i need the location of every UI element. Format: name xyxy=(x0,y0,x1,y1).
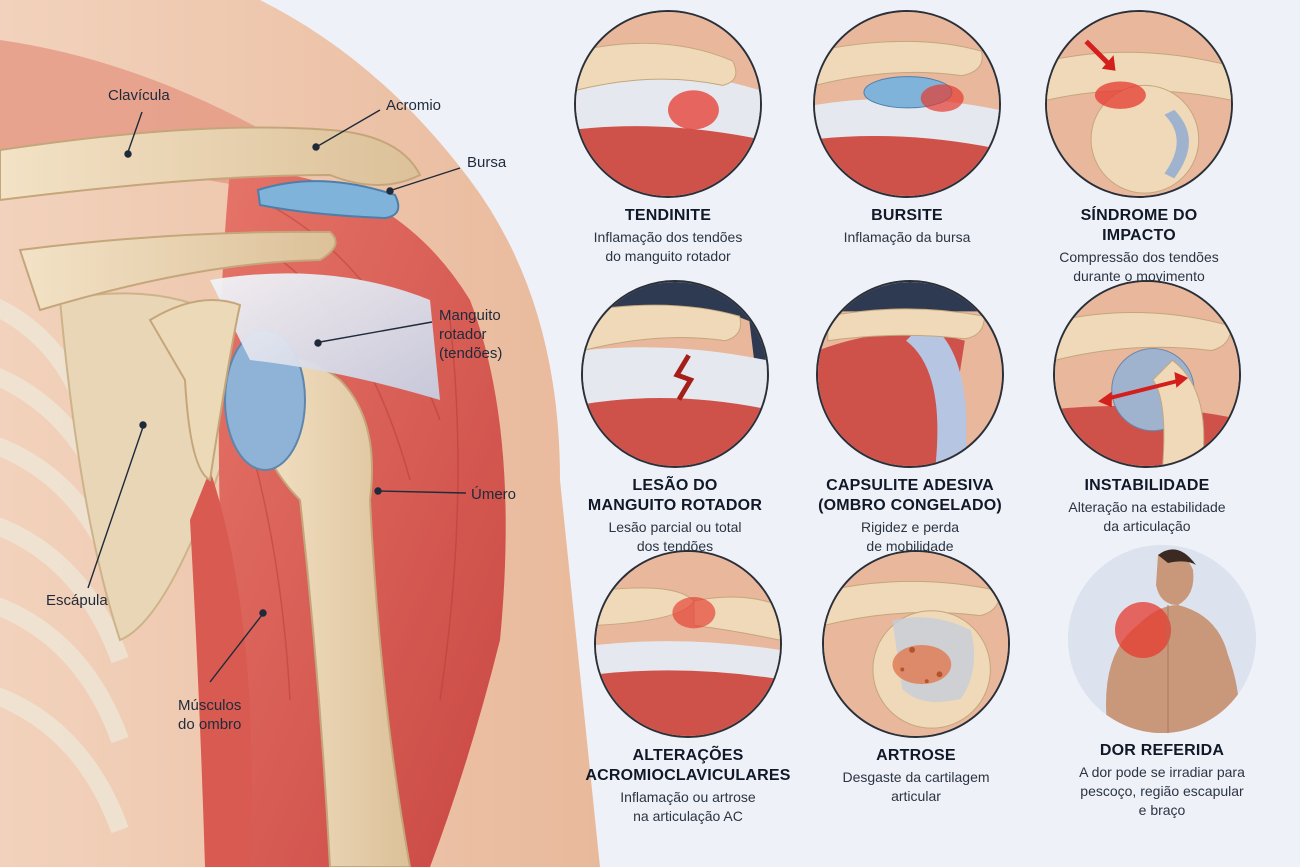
coracoid xyxy=(148,299,242,482)
alteracoes-ac-title: ALTERAÇÕES ACROMIOCLAVICULARES xyxy=(585,747,791,784)
bursite-illustration xyxy=(813,10,1001,198)
condition-instabilidade: INSTABILIDADE Alteração na estabilidade … xyxy=(1032,280,1262,536)
label-bursa: Bursa xyxy=(467,154,507,171)
artrose-title: ARTROSE xyxy=(876,747,956,764)
bursite-title: BURSITE xyxy=(871,207,943,224)
label-clavicula: Clavícula xyxy=(108,87,170,104)
condition-artrose: ARTROSE Desgaste da cartilagem articular xyxy=(801,550,1031,806)
dor-referida-illustration xyxy=(1068,545,1256,733)
lesao-manguito-illustration xyxy=(581,280,769,468)
instabilidade-description: Alteração na estabilidade da articulação xyxy=(1068,499,1226,534)
shoulder-anatomy-illustration xyxy=(0,0,600,867)
capsulite-adesiva-title: CAPSULITE ADESIVA (OMBRO CONGELADO) xyxy=(818,477,1002,514)
condition-bursite: BURSITE Inflamação da bursa xyxy=(792,10,1022,247)
condition-capsulite-adesiva: CAPSULITE ADESIVA (OMBRO CONGELADO) Rigi… xyxy=(795,280,1025,556)
condition-lesao-manguito: LESÃO DO MANGUITO ROTADOR Lesão parcial … xyxy=(560,280,790,556)
dor-referida-description: A dor pode se irradiar para pescoço, reg… xyxy=(1079,764,1245,818)
artrose-description: Desgaste da cartilagem articular xyxy=(842,769,990,804)
artrose-illustration xyxy=(822,550,1010,738)
label-escapula: Escápula xyxy=(46,592,108,609)
rotator-cuff-tendons xyxy=(210,273,440,400)
condition-dor-referida: DOR REFERIDA A dor pode se irradiar para… xyxy=(1047,545,1277,820)
tendinite-title: TENDINITE xyxy=(624,207,712,224)
condition-alteracoes-ac: ALTERAÇÕES ACROMIOCLAVICULARES Inflamaçã… xyxy=(573,550,803,826)
sindrome-impacto-illustration xyxy=(1045,10,1233,198)
dor-referida-title: DOR REFERIDA xyxy=(1099,742,1225,759)
instabilidade-title: INSTABILIDADE xyxy=(1084,477,1210,494)
condition-tendinite: TENDINITE Inflamação dos tendões do mang… xyxy=(553,10,783,266)
label-manguito-rotador: Manguito rotador (tendões) xyxy=(439,307,503,362)
label-umero: Úmero xyxy=(471,486,517,503)
capsulite-adesiva-illustration xyxy=(816,280,1004,468)
bursa xyxy=(256,180,400,220)
condition-sindrome-impacto: SÍNDROME DO IMPACTO Compressão dos tendõ… xyxy=(1024,10,1254,286)
label-acromio: Acromio xyxy=(386,97,442,114)
sindrome-impacto-title: SÍNDROME DO IMPACTO xyxy=(1080,207,1198,244)
instabilidade-illustration xyxy=(1053,280,1241,468)
alteracoes-ac-illustration xyxy=(594,550,782,738)
acromion xyxy=(18,230,337,312)
tendinite-illustration xyxy=(574,10,762,198)
humerus xyxy=(248,356,412,867)
alteracoes-ac-description: Inflamação ou artrose na articulação AC xyxy=(620,789,756,824)
lesao-manguito-title: LESÃO DO MANGUITO ROTADOR xyxy=(587,477,763,514)
bursite-description: Inflamação da bursa xyxy=(843,229,971,245)
tendinite-description: Inflamação dos tendões do manguito rotad… xyxy=(593,229,743,264)
label-musculos: Músculos do ombro xyxy=(178,697,242,733)
